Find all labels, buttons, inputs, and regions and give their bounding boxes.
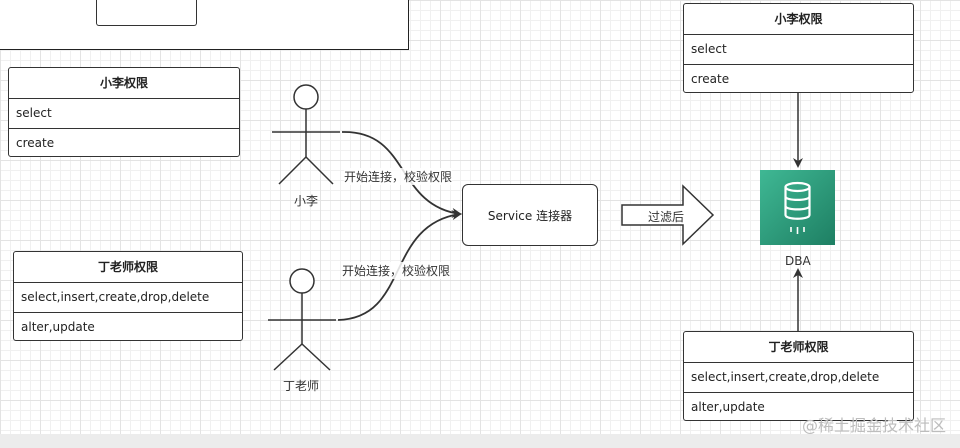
ding-permission-table-left: 丁老师权限 select,insert,create,drop,delete a… bbox=[13, 251, 243, 341]
edge-label-filtered: 过滤后 bbox=[648, 210, 685, 224]
perm-table-title: 小李权限 bbox=[684, 4, 913, 35]
actor-label-ding: 丁老师 bbox=[283, 379, 320, 393]
actor-xiaoli-figure bbox=[272, 84, 340, 185]
watermark: @稀土掘金技术社区 bbox=[801, 416, 946, 435]
filtered-block-arrow bbox=[621, 184, 715, 246]
perm-row-create: create bbox=[9, 128, 239, 156]
actor-ding-figure bbox=[268, 268, 336, 371]
service-connector-box: Service 连接器 bbox=[462, 184, 598, 246]
perm-row-select: select bbox=[16, 106, 52, 120]
perm-row-create: create bbox=[684, 64, 913, 92]
perm-table-title: 丁老师权限 bbox=[684, 332, 913, 363]
service-label: Service 连接器 bbox=[487, 208, 573, 223]
ding-permission-table-right: 丁老师权限 select,insert,create,drop,delete a… bbox=[683, 331, 914, 421]
perm-row-all: select,insert,create,drop,delete bbox=[21, 290, 210, 304]
xiaoli-permission-table-right: 小李权限 select create bbox=[683, 3, 914, 93]
top-inner-box bbox=[96, 0, 197, 26]
edge-label-connect-bottom: 开始连接，校验权限 bbox=[342, 262, 451, 279]
bottom-scrollbar[interactable] bbox=[0, 434, 960, 448]
perm-row-alter: alter,update bbox=[684, 392, 913, 420]
perm-row-all: select,insert,create,drop,delete bbox=[691, 370, 880, 384]
db-label: DBA bbox=[785, 254, 811, 268]
actor-label-xiaoli: 小李 bbox=[294, 194, 319, 208]
perm-row-select: select bbox=[691, 42, 727, 56]
perm-table-title: 丁老师权限 bbox=[14, 252, 242, 283]
database-icon bbox=[760, 170, 835, 245]
top-frame bbox=[0, 0, 409, 50]
edge-label-connect-top: 开始连接，校验权限 bbox=[344, 168, 453, 185]
perm-table-title: 小李权限 bbox=[9, 68, 239, 99]
perm-row-alter: alter,update bbox=[14, 312, 242, 340]
xiaoli-permission-table-left: 小李权限 select create bbox=[8, 67, 240, 157]
